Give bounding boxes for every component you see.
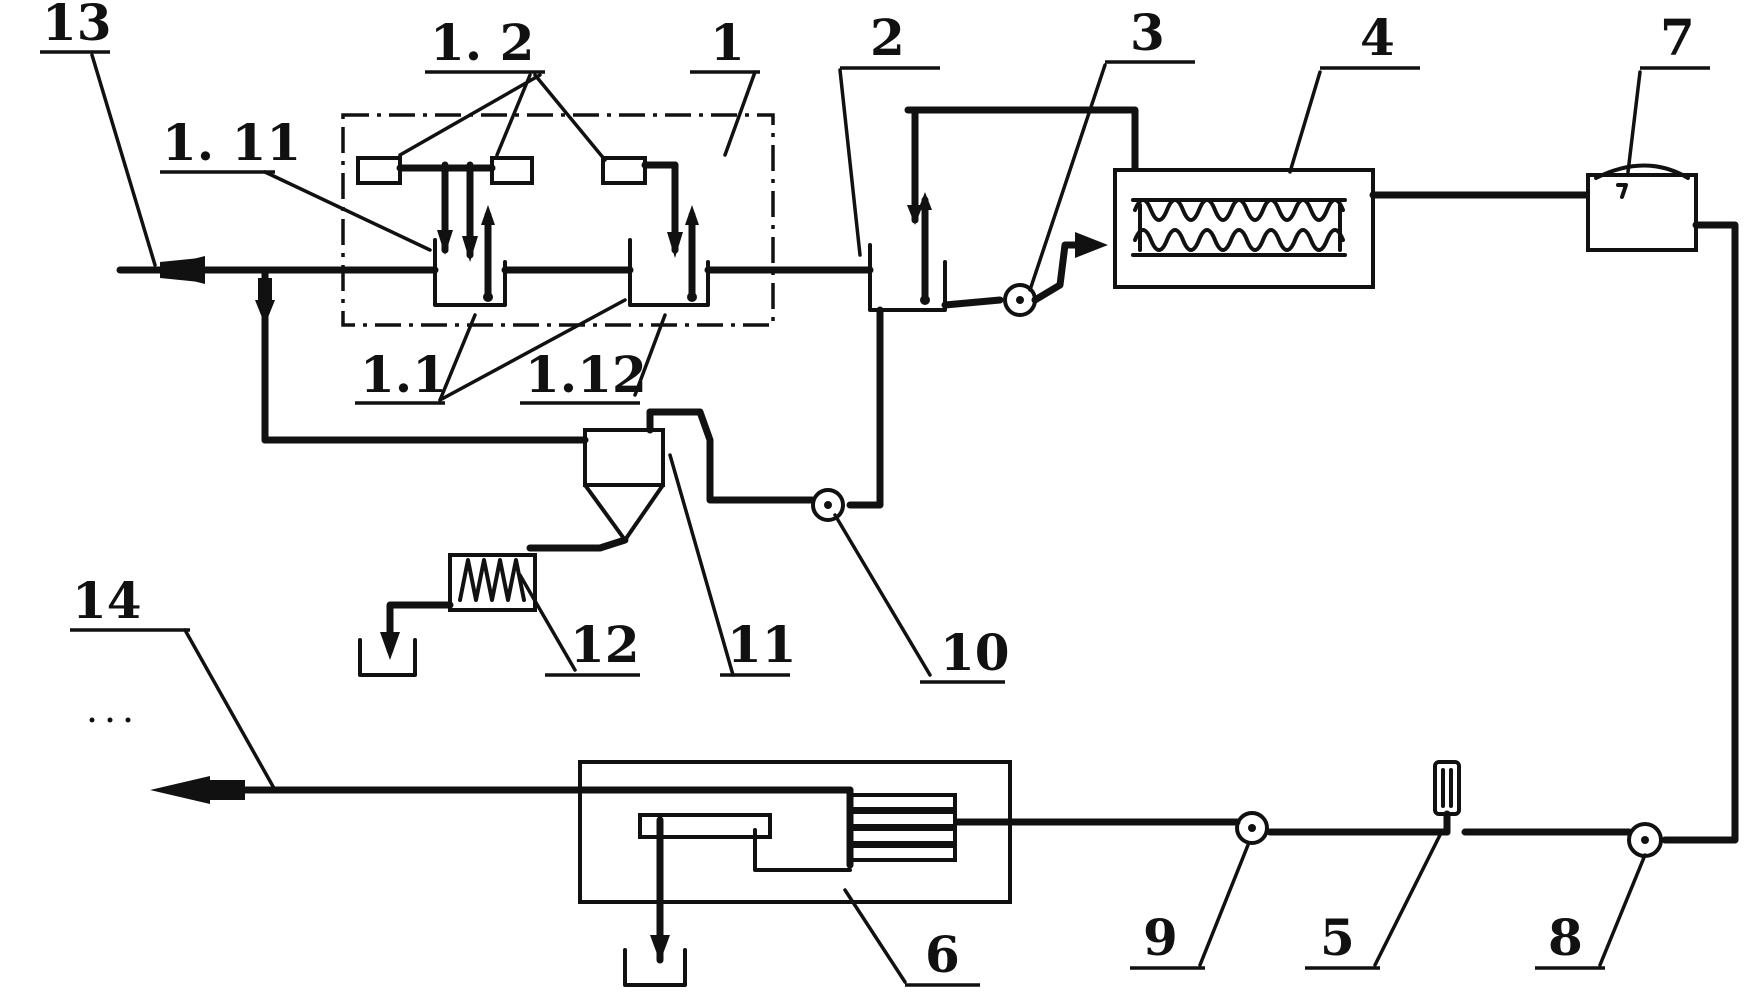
- return-branch-arrow: [255, 268, 275, 444]
- svg-text:7: 7: [1660, 8, 1695, 67]
- label-13: 13: [40, 0, 112, 54]
- label-3: 3: [1105, 3, 1195, 64]
- stray-mark: [125, 717, 131, 723]
- svg-text:1. 11: 1. 11: [162, 113, 301, 172]
- label-14: 14: [70, 571, 190, 632]
- label-6: 6: [905, 925, 980, 987]
- pump-9: [1006, 811, 1269, 845]
- unit-12-filter-press: [358, 553, 537, 677]
- pump-8: [1461, 822, 1663, 858]
- label-1-12: 1.12: [520, 345, 647, 405]
- svg-text:9: 9: [1143, 908, 1178, 967]
- label-1-11: 1. 11: [160, 113, 301, 174]
- label-4: 4: [1320, 8, 1420, 70]
- filter-5: [1266, 760, 1461, 836]
- svg-text:1.1: 1.1: [360, 345, 447, 404]
- unit-7-tank: [1586, 163, 1739, 844]
- svg-text:13: 13: [42, 0, 112, 52]
- leader-lines: [90, 53, 1647, 984]
- label-1-2: 1. 2: [425, 13, 545, 74]
- svg-text:1. 2: 1. 2: [430, 13, 534, 72]
- drain-basin-6: [623, 948, 687, 987]
- svg-text:10: 10: [940, 623, 1010, 682]
- svg-text:12: 12: [570, 615, 640, 674]
- label-9: 9: [1130, 908, 1205, 970]
- unit-1-enclosure: [341, 113, 775, 327]
- pump-10: [646, 408, 845, 522]
- label-8: 8: [1535, 908, 1605, 970]
- svg-text:14: 14: [72, 571, 142, 630]
- svg-text:4: 4: [1360, 8, 1395, 67]
- label-1: 1: [690, 13, 760, 74]
- unit-4-heat-exchanger: [1113, 168, 1594, 289]
- pump-3: [1003, 232, 1108, 317]
- label-5: 5: [1305, 908, 1380, 970]
- unit-6-membrane: [150, 760, 1014, 964]
- svg-text:1.12: 1.12: [525, 345, 647, 404]
- svg-text:1: 1: [710, 13, 745, 72]
- label-10: 10: [920, 623, 1010, 684]
- tank-2: [846, 106, 1139, 509]
- svg-text:5: 5: [1320, 908, 1355, 967]
- unit-11-settler: [261, 408, 665, 552]
- svg-text:3: 3: [1130, 3, 1165, 62]
- svg-text:8: 8: [1548, 908, 1583, 967]
- label-11: 11: [720, 615, 797, 677]
- svg-text:6: 6: [925, 925, 960, 984]
- svg-text:11: 11: [727, 615, 797, 674]
- label-7: 7: [1640, 8, 1710, 70]
- coil: [1131, 198, 1347, 257]
- tank-1-1: [433, 161, 634, 307]
- label-2: 2: [840, 8, 940, 70]
- stray-mark: [107, 717, 113, 723]
- tank-1-12: [628, 161, 874, 307]
- stray-mark: [89, 717, 95, 723]
- inlet-pipe-13: [116, 256, 439, 284]
- label-1-1: 1.1: [355, 345, 447, 405]
- dosing-boxes-1-2: [356, 156, 679, 185]
- svg-text:2: 2: [870, 8, 905, 67]
- label-12: 12: [545, 615, 640, 677]
